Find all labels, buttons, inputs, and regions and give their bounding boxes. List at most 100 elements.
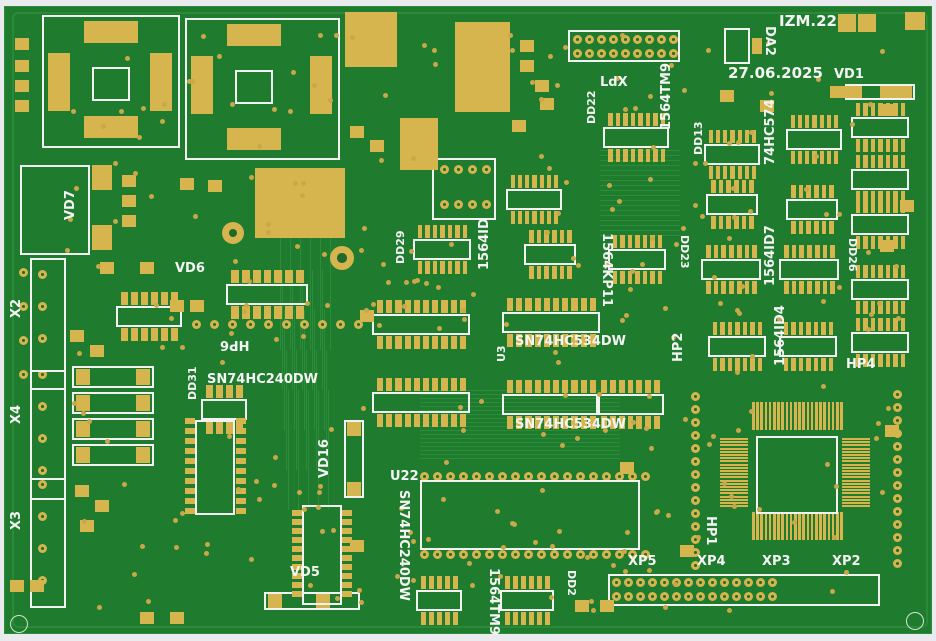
via [140, 543, 146, 549]
connector-top-row1-pin [669, 35, 678, 44]
diode-pad [880, 86, 912, 98]
relay-block-outline [226, 284, 308, 305]
trace [314, 310, 315, 430]
label-1564id: 1564ID [477, 218, 492, 270]
connector-hp1-pin [691, 561, 700, 570]
ic-dd25-pad [404, 300, 411, 313]
ic-small-pad [567, 230, 572, 243]
ic-dd13-pad [744, 166, 749, 179]
via [711, 275, 717, 281]
via [495, 509, 501, 515]
via [732, 215, 737, 221]
via [235, 486, 241, 492]
ic-dd-bottom-outline [500, 590, 554, 611]
connector-hp1-pin [691, 457, 700, 466]
qfp-pad [836, 402, 839, 430]
via [756, 507, 762, 513]
mounting-hole-icon [10, 615, 28, 633]
via [896, 315, 902, 321]
ic-right-1-pad [893, 265, 898, 278]
ic-mid-4-pad [546, 175, 551, 188]
qfp-pad [764, 512, 768, 540]
ic-mid-4-pad [553, 211, 558, 224]
qfp-pad [831, 512, 835, 540]
via [610, 562, 616, 568]
label-u3: U3 [495, 345, 508, 362]
socket-pin-top-pin [454, 165, 463, 174]
ic-1564kp11-pad [650, 271, 655, 284]
smd-component-pad [30, 580, 44, 592]
connector-top-outline [568, 30, 680, 62]
connector-top-row2-pin [633, 49, 642, 58]
capacitor-pad [400, 118, 438, 170]
via [148, 194, 154, 200]
via [836, 284, 842, 290]
connector-dip-bottom-pin [524, 550, 533, 559]
ic-1564tm9-bottom-pad [437, 612, 442, 625]
qfp-pad [823, 512, 826, 540]
label-dd23: DD23 [678, 235, 691, 269]
ic-1564id4-pad [757, 358, 762, 371]
ic-dd31-pad [226, 385, 233, 398]
ic-u3b-pad [589, 416, 596, 429]
via [410, 156, 416, 162]
ic-mid-1-pad [734, 216, 739, 229]
ic-1564tm9-bottom-pad [429, 612, 434, 625]
ic-dd34-pad [645, 416, 652, 429]
via [124, 56, 130, 61]
ic-dd25-pad [413, 336, 420, 349]
via [630, 268, 636, 274]
ic-u3b-pad [534, 416, 541, 429]
ic-dd34-pad [636, 380, 643, 393]
via [322, 251, 328, 257]
trace [280, 230, 281, 350]
smd-component-pad [900, 200, 914, 212]
via [87, 419, 93, 425]
ic-small-pad [536, 230, 542, 243]
ic-small-pad [536, 266, 542, 279]
via [433, 61, 439, 67]
ic-mid-2-pad [829, 185, 834, 198]
ic-small-pad [529, 266, 534, 279]
trace [330, 230, 331, 350]
connector-dip-top-pin [446, 472, 455, 481]
connector-top-row2-pin [657, 49, 666, 58]
via [868, 102, 874, 108]
ic-dd34-pad [618, 416, 625, 429]
via [436, 326, 442, 332]
qfp-pad [720, 492, 748, 495]
via [160, 118, 166, 124]
ic-dd13-pad [716, 130, 721, 143]
via [95, 263, 101, 269]
relay-block-pad [252, 306, 261, 319]
connector-hp1-pin [691, 483, 700, 492]
qfp-pad [781, 402, 784, 430]
socket-pin-bottom-pin [440, 200, 449, 209]
ic-pad [236, 418, 246, 424]
ic-1564id-pad [455, 225, 460, 238]
ic-mid-2-pad [806, 185, 811, 198]
via [67, 217, 73, 223]
ic-u3-pad [525, 334, 532, 347]
ic-1564id7-pad [736, 245, 742, 258]
ic-dd15-pad [395, 378, 402, 391]
ic-dd25-pad [450, 336, 457, 349]
relay-block-pad [231, 270, 239, 283]
ic-mid-4-pad [525, 175, 530, 188]
via [411, 577, 417, 583]
trace [316, 350, 317, 470]
ic-left-1-outline [116, 306, 182, 327]
qfp-pad [831, 402, 835, 430]
qfp-pad [720, 457, 748, 460]
via [553, 350, 559, 356]
ic-dd34-pad [609, 380, 616, 393]
connector-xp-row1-pin [720, 578, 729, 587]
ic-u3-pad [571, 298, 578, 311]
qfp-pad [842, 489, 870, 492]
qfp-pad [756, 402, 759, 430]
trace [600, 195, 680, 196]
connector-hp4-pin [893, 507, 902, 516]
ic-da2-tab [752, 38, 762, 54]
via [407, 529, 413, 535]
ic-dd13-pad [751, 166, 756, 179]
